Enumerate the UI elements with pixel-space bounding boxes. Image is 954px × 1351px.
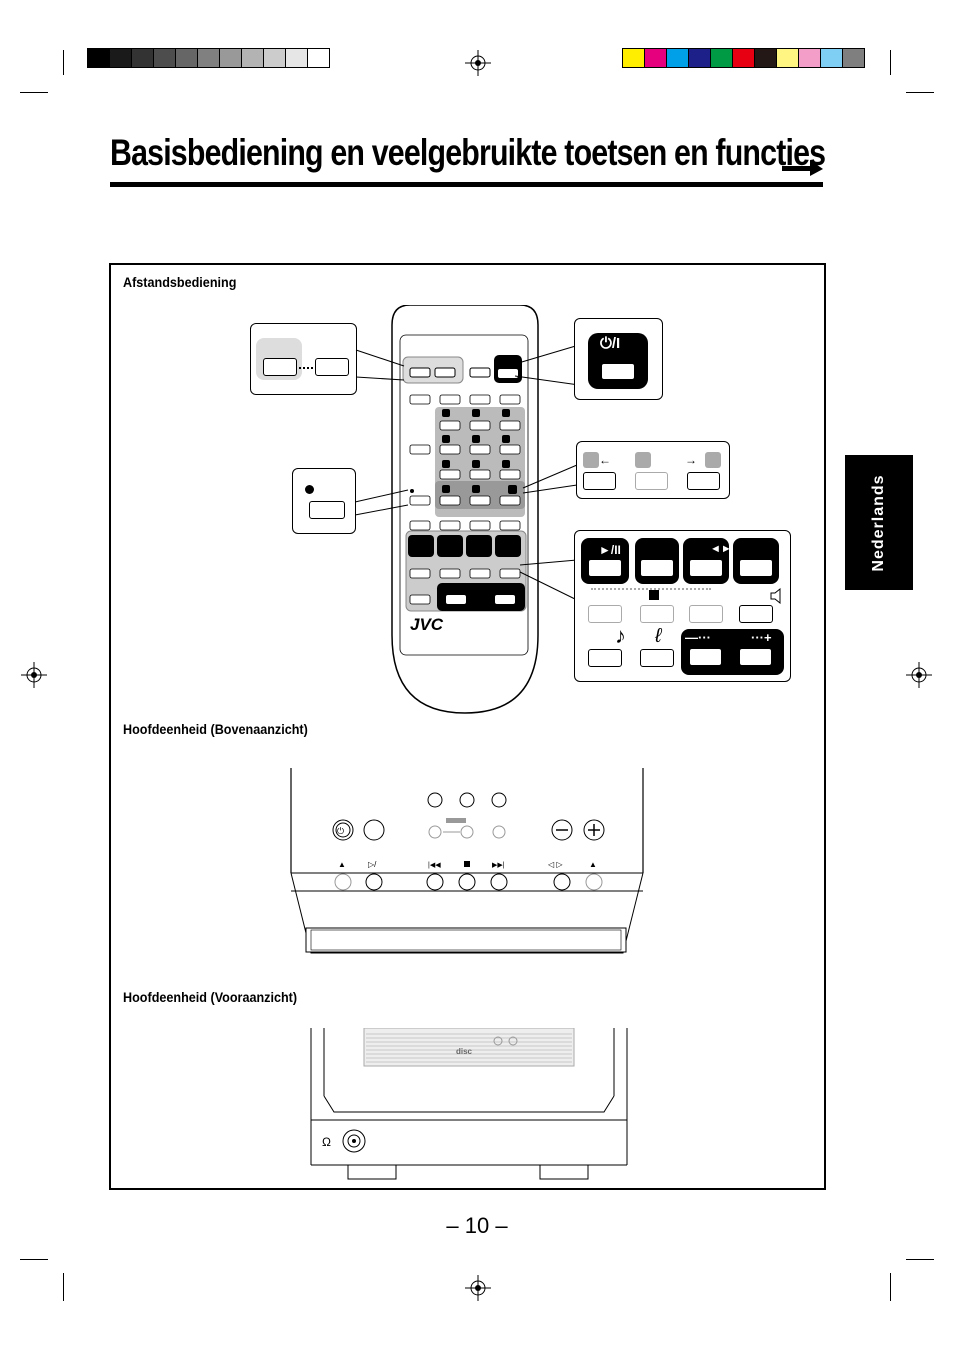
sound-effect-icon: ℓ: [655, 625, 662, 647]
input-button-2[interactable]: [315, 358, 349, 376]
mode-button[interactable]: [739, 559, 773, 577]
music-note-icon: ♪: [615, 623, 626, 648]
svg-text:|◀◀: |◀◀: [428, 862, 441, 869]
sound-mode-button[interactable]: [588, 649, 622, 667]
color-swatch: [307, 48, 330, 68]
registration-target-icon: [465, 50, 491, 76]
direction-icon: ◄►: [710, 543, 732, 555]
registration-target-icon: [21, 662, 47, 688]
cursor-right-button[interactable]: [687, 472, 720, 490]
input-button-1[interactable]: [263, 358, 297, 376]
sound-effect-button[interactable]: [640, 649, 674, 667]
svg-text:▷/: ▷/: [368, 860, 377, 869]
mute-button[interactable]: [739, 605, 773, 623]
record-dot-icon: [305, 485, 314, 494]
remote-brand: JVC: [410, 615, 444, 634]
power-button[interactable]: [601, 363, 635, 380]
play-pause-icon: ►/II: [599, 543, 621, 557]
page-number: – 10 –: [446, 1213, 508, 1238]
title-rule: [110, 182, 823, 187]
svg-text:▲: ▲: [338, 860, 346, 869]
language-tab: Nederlands: [845, 455, 913, 590]
svg-text:◁ ▷: ◁ ▷: [548, 860, 563, 869]
stop-icon: [649, 590, 659, 600]
remote-control-illustration: JVC: [391, 305, 539, 714]
section-label-top-view: Hoofdeenheid (Bovenaanzicht): [123, 721, 308, 737]
page-title: Basisbediening en veelgebruikte toetsen …: [110, 132, 826, 173]
callout-cursor-buttons: ← →: [576, 441, 730, 499]
registration-target-icon: [465, 1275, 491, 1301]
svg-text:⏻: ⏻: [337, 826, 344, 836]
skip-forward-button[interactable]: [689, 605, 723, 623]
arrow-left-icon: ←: [599, 453, 611, 467]
main-unit-top-view: ⏻ ▲ ▷/ |◀◀ ▶▶| ◁ ▷ ▲: [290, 768, 644, 954]
stop-function-button[interactable]: [640, 559, 674, 577]
play-pause-button[interactable]: [588, 559, 622, 577]
speaker-icon: [770, 588, 781, 604]
section-label-remote: Afstandsbediening: [123, 274, 237, 290]
volume-up-button[interactable]: [739, 648, 772, 666]
content-frame: [109, 263, 826, 1190]
direction-button[interactable]: [689, 559, 723, 577]
svg-text:disc: disc: [456, 1047, 473, 1056]
registration-target-icon: [906, 662, 932, 688]
volume-plus-label: ···+: [751, 630, 772, 645]
callout-transport: ►/II ◄► ♪ ℓ —··· ···+: [574, 530, 791, 682]
volume-down-button[interactable]: [689, 648, 722, 666]
color-swatch: [842, 48, 865, 68]
cursor-left-button[interactable]: [583, 472, 616, 490]
svg-text:▶▶|: ▶▶|: [492, 862, 505, 869]
volume-minus-label: —···: [685, 630, 711, 645]
arrow-right-icon: [782, 160, 823, 176]
svg-text:▲: ▲: [589, 860, 597, 869]
callout-input-buttons: [250, 323, 357, 395]
stop-button[interactable]: [640, 605, 674, 623]
callout-record: [292, 468, 356, 534]
skip-back-button[interactable]: [588, 605, 622, 623]
arrow-right-small-icon: →: [685, 453, 697, 467]
callout-power: ⏻/I: [574, 318, 663, 400]
power-icon: ⏻/I: [600, 335, 621, 352]
svg-text:Ω: Ω: [322, 1135, 331, 1149]
section-label-front-view: Hoofdeenheid (Vooraanzicht): [123, 989, 298, 1005]
record-button[interactable]: [309, 501, 345, 519]
cursor-center-button[interactable]: [635, 472, 668, 490]
main-unit-front-view: disc Ω: [310, 1028, 628, 1180]
